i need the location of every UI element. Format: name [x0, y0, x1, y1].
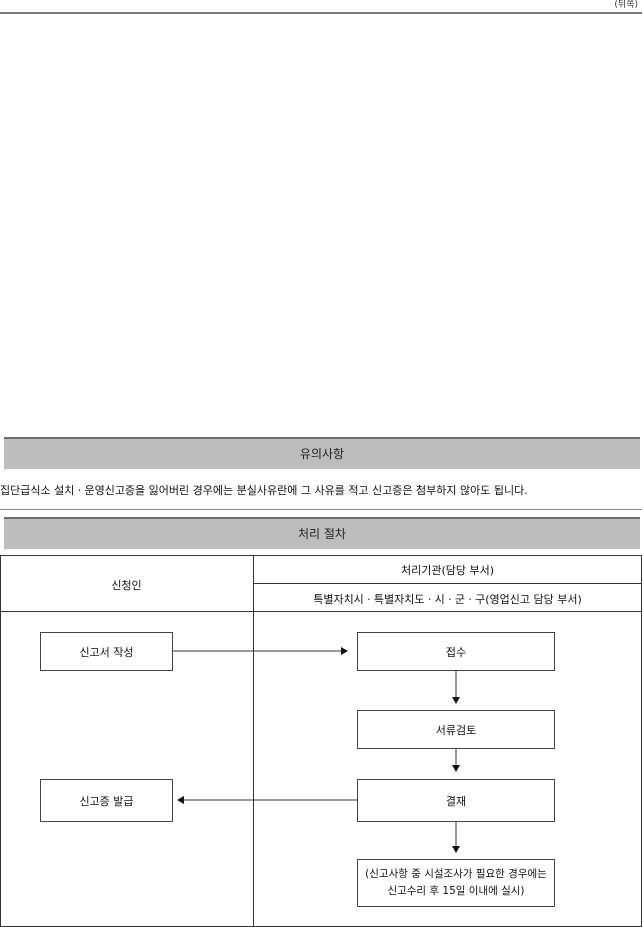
arrowhead-receive	[341, 647, 348, 655]
step-approve-box: 결재	[357, 779, 555, 822]
site-inspection-note-line2: 신고수리 후 15일 이내에 실시)	[387, 885, 525, 897]
site-inspection-note-box: (신고사항 중 시설조사가 필요한 경우에는 신고수리 후 15일 이내에 실시…	[357, 859, 555, 907]
agency-header: 처리기관(담당 부서)	[400, 564, 495, 577]
agency-subheader: 특별자치시ㆍ특별자치도ㆍ시ㆍ군ㆍ구(영업신고 담당 부서)	[313, 593, 582, 606]
step-receive-box: 접수	[357, 632, 555, 671]
arrowhead-review	[452, 697, 460, 704]
applicant-header: 신청인	[111, 579, 142, 592]
table-subheader-divider	[253, 583, 642, 584]
notice-header: 유의사항	[4, 437, 640, 469]
site-inspection-note-line1: (신고사항 중 시설조사가 필요한 경우에는	[365, 868, 547, 880]
notice-divider	[0, 509, 642, 510]
table-header-divider	[0, 611, 642, 612]
arrowhead-approve	[452, 765, 460, 772]
arrowhead-issue	[177, 796, 184, 804]
top-rule	[0, 12, 642, 14]
procedure-header: 처리 절차	[4, 517, 640, 549]
notice-text: 집단급식소 설치ㆍ운영신고증을 잃어버린 경우에는 분실사유란에 그 사유를 적…	[0, 484, 528, 497]
step-write-box: 신고서 작성	[40, 632, 173, 671]
step-issue-box: 신고증 발급	[40, 779, 173, 822]
table-column-divider	[253, 555, 254, 927]
step-review-box: 서류검토	[357, 710, 555, 749]
arrowhead-note	[452, 846, 460, 853]
back-page-label: (뒤쪽)	[614, 0, 638, 10]
